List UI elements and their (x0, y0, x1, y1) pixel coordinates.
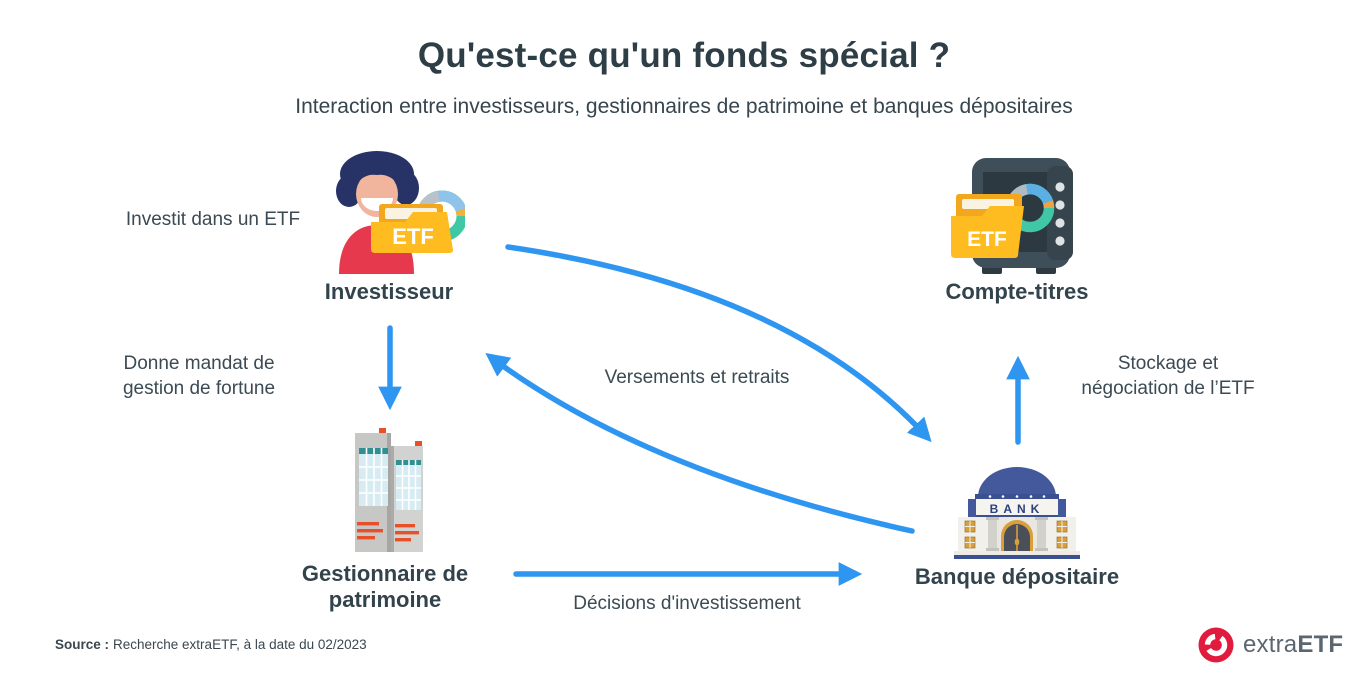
node-wealth-manager: Gestionnaire de patrimoine (277, 424, 493, 614)
etf-badge-safe: ETF (967, 228, 1007, 251)
arrow-investor-to-bank (505, 244, 932, 443)
node-investor: ETF Investisseur (278, 148, 500, 305)
bank-building-icon: BANK (954, 467, 1080, 559)
extraetf-logo-icon (1198, 627, 1234, 663)
edge-label-deposits-withdrawals: Versements et retraits (604, 367, 790, 388)
office-building-icon (355, 428, 423, 552)
edge-label-investment-decisions: Décisions d'investissement (573, 593, 801, 614)
extraetf-logo: extraETF (1197, 626, 1343, 664)
investor-etf-folder-icon: ETF (336, 151, 465, 274)
node-securities-account: ETF Compte-titres (905, 156, 1129, 305)
investor-label: Investisseur (324, 279, 454, 304)
wealth-manager-label: Gestionnaire de patrimoine (301, 561, 469, 613)
bank-sign: BANK (990, 502, 1045, 516)
etf-badge-investor: ETF (392, 224, 434, 249)
source-label: Source : (55, 637, 110, 652)
securities-account-label: Compte-titres (945, 279, 1089, 304)
logo-text-bold: ETF (1297, 631, 1344, 658)
page-subtitle: Interaction entre investisseurs, gestion… (295, 95, 1073, 118)
node-custodian-bank: BANK (895, 455, 1139, 590)
source-note: Source :Recherche extraETF, à la date du… (55, 637, 367, 652)
safe-etf-folder-icon: ETF (951, 158, 1073, 274)
page-title: Qu'est-ce qu'un fonds spécial ? (417, 36, 951, 75)
logo-text-regular: extra (1243, 631, 1298, 658)
edge-label-invests-in-etf: Investit dans un ETF (125, 209, 301, 230)
source-text: Recherche extraETF, à la date du 02/2023 (113, 637, 367, 652)
edge-label-storage-negotiation: Stockage et négociation de l’ETF (1081, 353, 1255, 400)
custodian-bank-label: Banque dépositaire (914, 564, 1120, 589)
extraetf-logo-text: extraETF (1243, 631, 1343, 659)
edge-label-mandate: Donne mandat de gestion de fortune (122, 353, 276, 400)
